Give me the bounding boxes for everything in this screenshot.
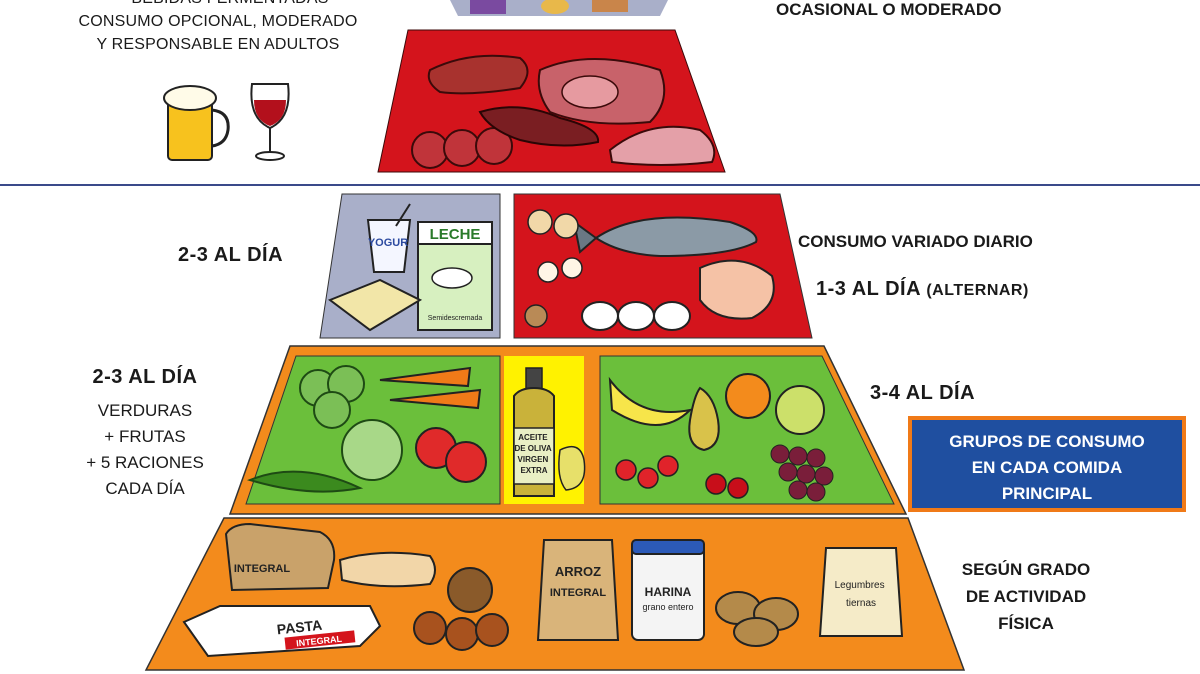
- olive-oil-bottle-icon: ACEITE DE OLIVA VIRGEN EXTRA: [513, 367, 586, 497]
- banana-icon: [608, 376, 694, 426]
- carrot-icon: [379, 366, 482, 410]
- dairy-tier: YOGUR LECHE Semidescremada: [319, 193, 501, 339]
- yogurt-icon: YOGUR: [366, 203, 412, 273]
- fish-tail-icon: [572, 219, 598, 254]
- broccoli-icon: [299, 365, 365, 429]
- oil-label-3: VIRGEN: [518, 455, 549, 464]
- optional-consumption-line1: CONSUMO OPCIONAL, MODERADO: [78, 13, 358, 30]
- beer-mug-icon: [163, 85, 230, 161]
- alternate-note: (ALTERNAR): [926, 282, 1029, 299]
- flour-sub-label: grano entero: [642, 602, 693, 612]
- oil-label-4: EXTRA: [520, 466, 547, 475]
- bread-label: INTEGRAL: [234, 563, 291, 575]
- veg-line-2: + FRUTAS: [104, 427, 186, 446]
- apple-icon: [775, 385, 825, 435]
- chestnuts-icon: [413, 567, 509, 651]
- section-divider: [0, 184, 1200, 186]
- legumes-label-2: tiernas: [846, 598, 876, 609]
- sausage-icon: [427, 54, 529, 95]
- veg-line-3: + 5 RACIONES: [86, 453, 204, 472]
- strawberries-icon: [615, 455, 679, 489]
- pasta-sub-label: INTEGRAL: [296, 634, 343, 649]
- group-box-line-3: PRINCIPAL: [1001, 484, 1093, 503]
- oil-label-1: ACEITE: [518, 433, 548, 442]
- activity-line-3: FÍSICA: [998, 614, 1054, 633]
- fruit-frequency-label: 3-4 AL DÍA: [870, 382, 976, 404]
- occasional-label: OCASIONAL O MODERADO: [776, 0, 1002, 19]
- activity-label: SEGÚN GRADO DE ACTIVIDAD FÍSICA: [936, 556, 1116, 637]
- veg-frequency-label: 2-3 AL DÍA: [92, 366, 198, 388]
- cheese-icon: [327, 278, 423, 332]
- protein-frequency-value: 1-3 AL DÍA: [816, 278, 921, 300]
- rice-label: ARROZ: [555, 564, 601, 579]
- milk-sub-label: Semidescremada: [428, 315, 483, 322]
- dairy-frequency-label: 2-3 AL DÍA: [178, 244, 284, 266]
- legumes-label-1: Legumbres: [835, 580, 885, 591]
- protein-tier: [513, 193, 813, 339]
- potatoes-icon: [715, 591, 799, 647]
- milk-carton-icon: LECHE Semidescremada: [417, 221, 493, 331]
- chorizo-icon: [478, 106, 600, 147]
- yogurt-label: YOGUR: [368, 237, 408, 249]
- activity-line-2: DE ACTIVIDAD: [965, 587, 1087, 606]
- optional-consumption-line2: Y RESPONSABLE EN ADULTOS: [96, 36, 340, 53]
- grapes-icon: [770, 444, 834, 502]
- grains-tier: INTEGRAL PASTA INTEGRAL ARROZ INTEGRAL H…: [144, 517, 966, 671]
- bread-icon: INTEGRAL: [224, 522, 336, 592]
- varied-daily-label: CONSUMO VARIADO DIARIO: [798, 232, 1033, 251]
- protein-frequency-label: 1-3 AL DÍA (ALTERNAR): [816, 278, 1029, 301]
- cherries-icon: [705, 473, 749, 499]
- cookie-icon: [592, 0, 628, 12]
- pear-icon: [688, 386, 720, 452]
- vegetables-tier: ACEITE DE OLIVA VIRGEN EXTRA: [228, 345, 908, 515]
- cabbage-icon: [341, 419, 403, 481]
- candy-icon: [470, 0, 506, 14]
- orange-icon: [725, 373, 771, 419]
- salami-slices-icon: [411, 127, 513, 169]
- legumes-bag-icon: Legumbres tiernas: [818, 547, 904, 637]
- fish-icon: [594, 216, 758, 258]
- rice-sub-label: INTEGRAL: [550, 587, 607, 599]
- pasta-package-icon: PASTA INTEGRAL: [182, 605, 382, 658]
- rice-bag-icon: ARROZ INTEGRAL: [536, 539, 620, 641]
- ham-slice-icon: [561, 75, 619, 109]
- veg-line-4: CADA DÍA: [105, 479, 185, 498]
- flour-jar-icon: HARINA grano entero: [631, 539, 705, 641]
- leek-icon: [246, 470, 364, 493]
- group-box-line-1: GRUPOS DE CONSUMO: [949, 432, 1145, 451]
- oil-label-2: DE OLIVA: [514, 444, 551, 453]
- eggs-icon: [581, 301, 691, 331]
- fermented-drinks-label: BEBIDAS FERMENTADAS: [80, 0, 380, 8]
- consumption-groups-box: GRUPOS DE CONSUMO EN CADA COMIDA PRINCIP…: [908, 416, 1186, 512]
- svg-text:ACEITE DE OLIVA: ACEITE DE OLIVA VIRGEN EXTRA: [514, 433, 553, 475]
- tomato-icon: [415, 427, 487, 483]
- chop-icon: [608, 125, 716, 166]
- activity-line-1: SEGÚN GRADO: [961, 560, 1091, 579]
- flour-label: HARINA: [645, 585, 692, 599]
- nuts-icon: [524, 209, 583, 328]
- chicken-icon: [699, 259, 775, 320]
- sweet-potato-icon: [338, 551, 436, 588]
- sweets-tier: [450, 0, 668, 16]
- svg-text:Legumbres tiernas: Legumbres tiernas: [835, 580, 888, 609]
- pasta-label: PASTA: [276, 617, 323, 638]
- milk-label: LECHE: [430, 226, 481, 243]
- veg-description: VERDURAS + FRUTAS + 5 RACIONES CADA DÍA: [60, 398, 230, 502]
- group-box-line-2: EN CADA COMIDA: [971, 458, 1123, 477]
- veg-line-1: VERDURAS: [97, 401, 193, 420]
- pastry-icon: [541, 0, 569, 14]
- wine-glass-icon: [250, 83, 290, 161]
- meats-tier: [377, 29, 726, 173]
